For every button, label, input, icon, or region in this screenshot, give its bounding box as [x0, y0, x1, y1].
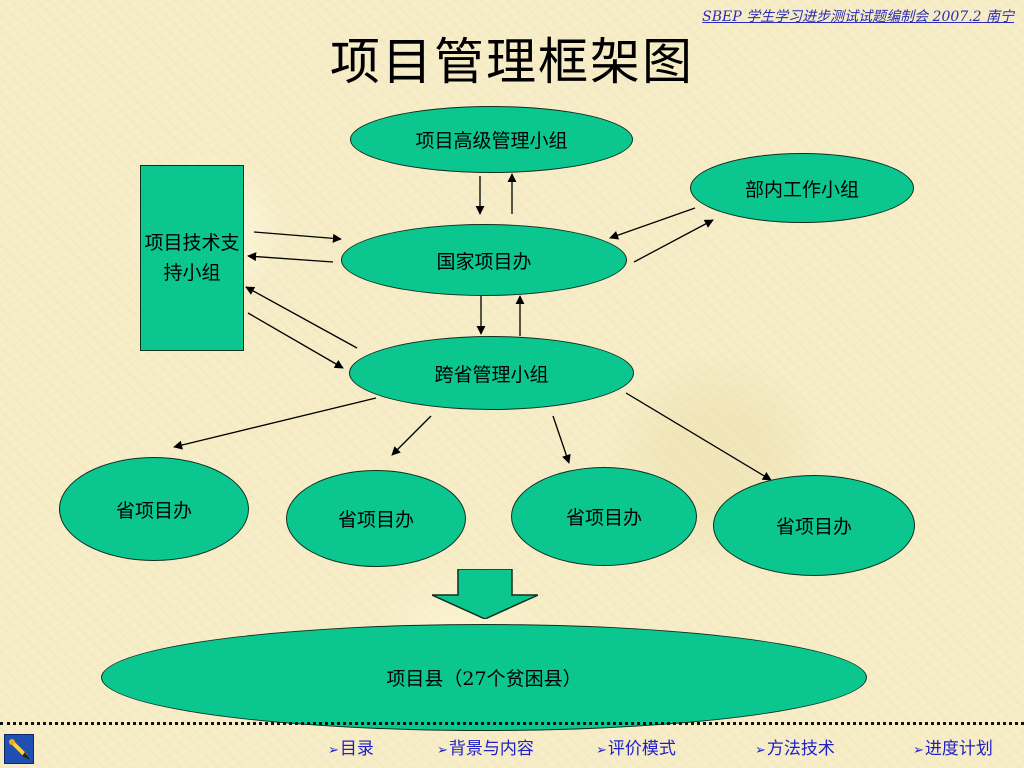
province-office-3: 省项目办	[511, 467, 697, 566]
right-triangle-icon: ➢	[913, 743, 924, 758]
arrow-cross-to-province-1	[173, 397, 377, 450]
page-title: 项目管理框架图	[330, 33, 694, 91]
nav-item-background[interactable]: ➢背景与内容	[437, 739, 534, 759]
nav-item-evaluation-model[interactable]: ➢评价模式	[596, 739, 676, 759]
arrow-dept-to-national	[609, 207, 696, 240]
arrow-tech-to-cross	[247, 312, 344, 369]
department-work-group: 部内工作小组	[690, 153, 914, 223]
province-office-4: 省项目办	[713, 475, 915, 576]
senior-management-group: 项目高级管理小组	[350, 106, 633, 173]
right-triangle-icon: ➢	[596, 743, 607, 758]
header-caption: SBEP 学生学习进步测试试题编制会 2007.2 南宁	[702, 9, 1014, 25]
province-office-1: 省项目办	[59, 457, 249, 561]
arrow-national-to-dept	[633, 219, 714, 263]
arrow-tech-to-national	[253, 231, 342, 243]
down-block-arrow-icon	[432, 569, 538, 619]
arrow-national-to-tech	[247, 252, 334, 263]
nav-item-schedule[interactable]: ➢进度计划	[913, 739, 993, 759]
arrow-cross-to-province-4	[625, 392, 772, 481]
nav-item-methods[interactable]: ➢方法技术	[755, 739, 835, 759]
right-triangle-icon: ➢	[328, 743, 339, 758]
arrow-cross-to-tech	[245, 286, 358, 349]
pen-tool-icon[interactable]	[4, 734, 34, 764]
province-office-2: 省项目办	[286, 470, 466, 567]
arrow-cross-to-province-3	[552, 415, 571, 464]
nav-item-contents[interactable]: ➢目录	[328, 739, 374, 759]
right-triangle-icon: ➢	[755, 743, 766, 758]
project-counties: 项目县（27个贫困县）	[101, 624, 867, 731]
cross-province-group: 跨省管理小组	[349, 336, 634, 410]
arrow-cross-to-province-2	[391, 415, 432, 456]
footer-divider	[0, 722, 1024, 725]
national-project-office: 国家项目办	[341, 224, 627, 296]
right-triangle-icon: ➢	[437, 743, 448, 758]
technical-support-group: 项目技术支持小组	[140, 165, 244, 351]
